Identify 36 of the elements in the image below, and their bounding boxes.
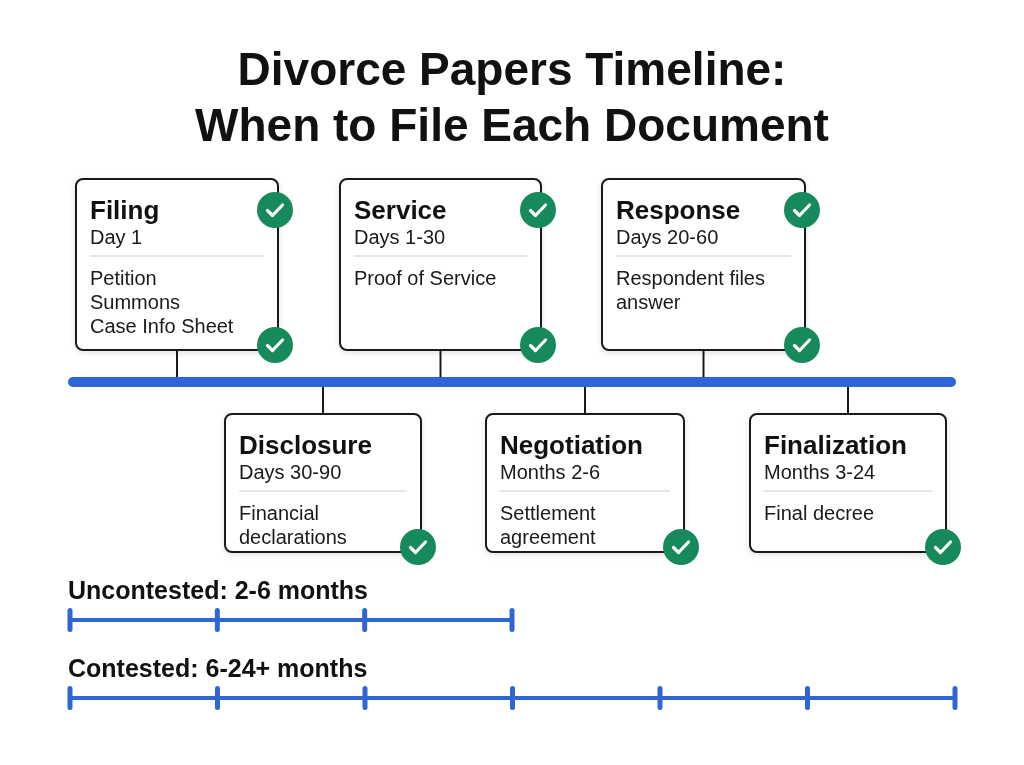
date-range: Months 3-24 bbox=[764, 460, 877, 484]
connector-line bbox=[439, 350, 442, 378]
duration-label: Contested: 6-24+ months bbox=[68, 654, 368, 682]
document-text: Petition bbox=[90, 266, 158, 290]
stage-card bbox=[339, 178, 542, 351]
connector-line bbox=[176, 350, 178, 378]
stage-title: Negotiation bbox=[500, 430, 644, 460]
stage-title: Filing bbox=[90, 195, 161, 225]
date-range: Months 2-6 bbox=[500, 460, 602, 484]
document-text: Settlement agreement bbox=[500, 501, 597, 549]
document-text: Financial declarations bbox=[239, 501, 348, 549]
stage-card bbox=[224, 413, 422, 553]
duration-label: Uncontested: 2-6 months bbox=[68, 576, 369, 604]
document-text: Final decree bbox=[764, 501, 876, 525]
document-text: Respondent files answer bbox=[616, 266, 766, 314]
stage-card bbox=[749, 413, 947, 553]
stage-card bbox=[601, 178, 806, 351]
connector-line bbox=[322, 386, 324, 414]
stage-title: Disclosure bbox=[239, 430, 373, 460]
document-text: Case Info Sheet bbox=[90, 314, 235, 338]
title: Divorce Papers Timeline: When to File Each Document bbox=[194, 42, 830, 153]
date-range: Day 1 bbox=[90, 225, 144, 249]
timeline-bar bbox=[68, 377, 956, 387]
date-range: Days 30-90 bbox=[239, 460, 343, 484]
stage-title: Response bbox=[616, 195, 742, 225]
connector-line bbox=[584, 386, 586, 414]
stage-card bbox=[75, 178, 279, 351]
stage-card bbox=[485, 413, 685, 553]
stage-title: Finalization bbox=[764, 430, 908, 460]
document-text: Proof of Service bbox=[354, 266, 498, 290]
connector-line bbox=[702, 350, 705, 378]
date-range: Days 1-30 bbox=[354, 225, 447, 249]
connector-line bbox=[847, 386, 849, 414]
stage-title: Service bbox=[354, 195, 448, 225]
date-range: Days 20-60 bbox=[616, 225, 720, 249]
document-text: Summons bbox=[90, 290, 182, 314]
